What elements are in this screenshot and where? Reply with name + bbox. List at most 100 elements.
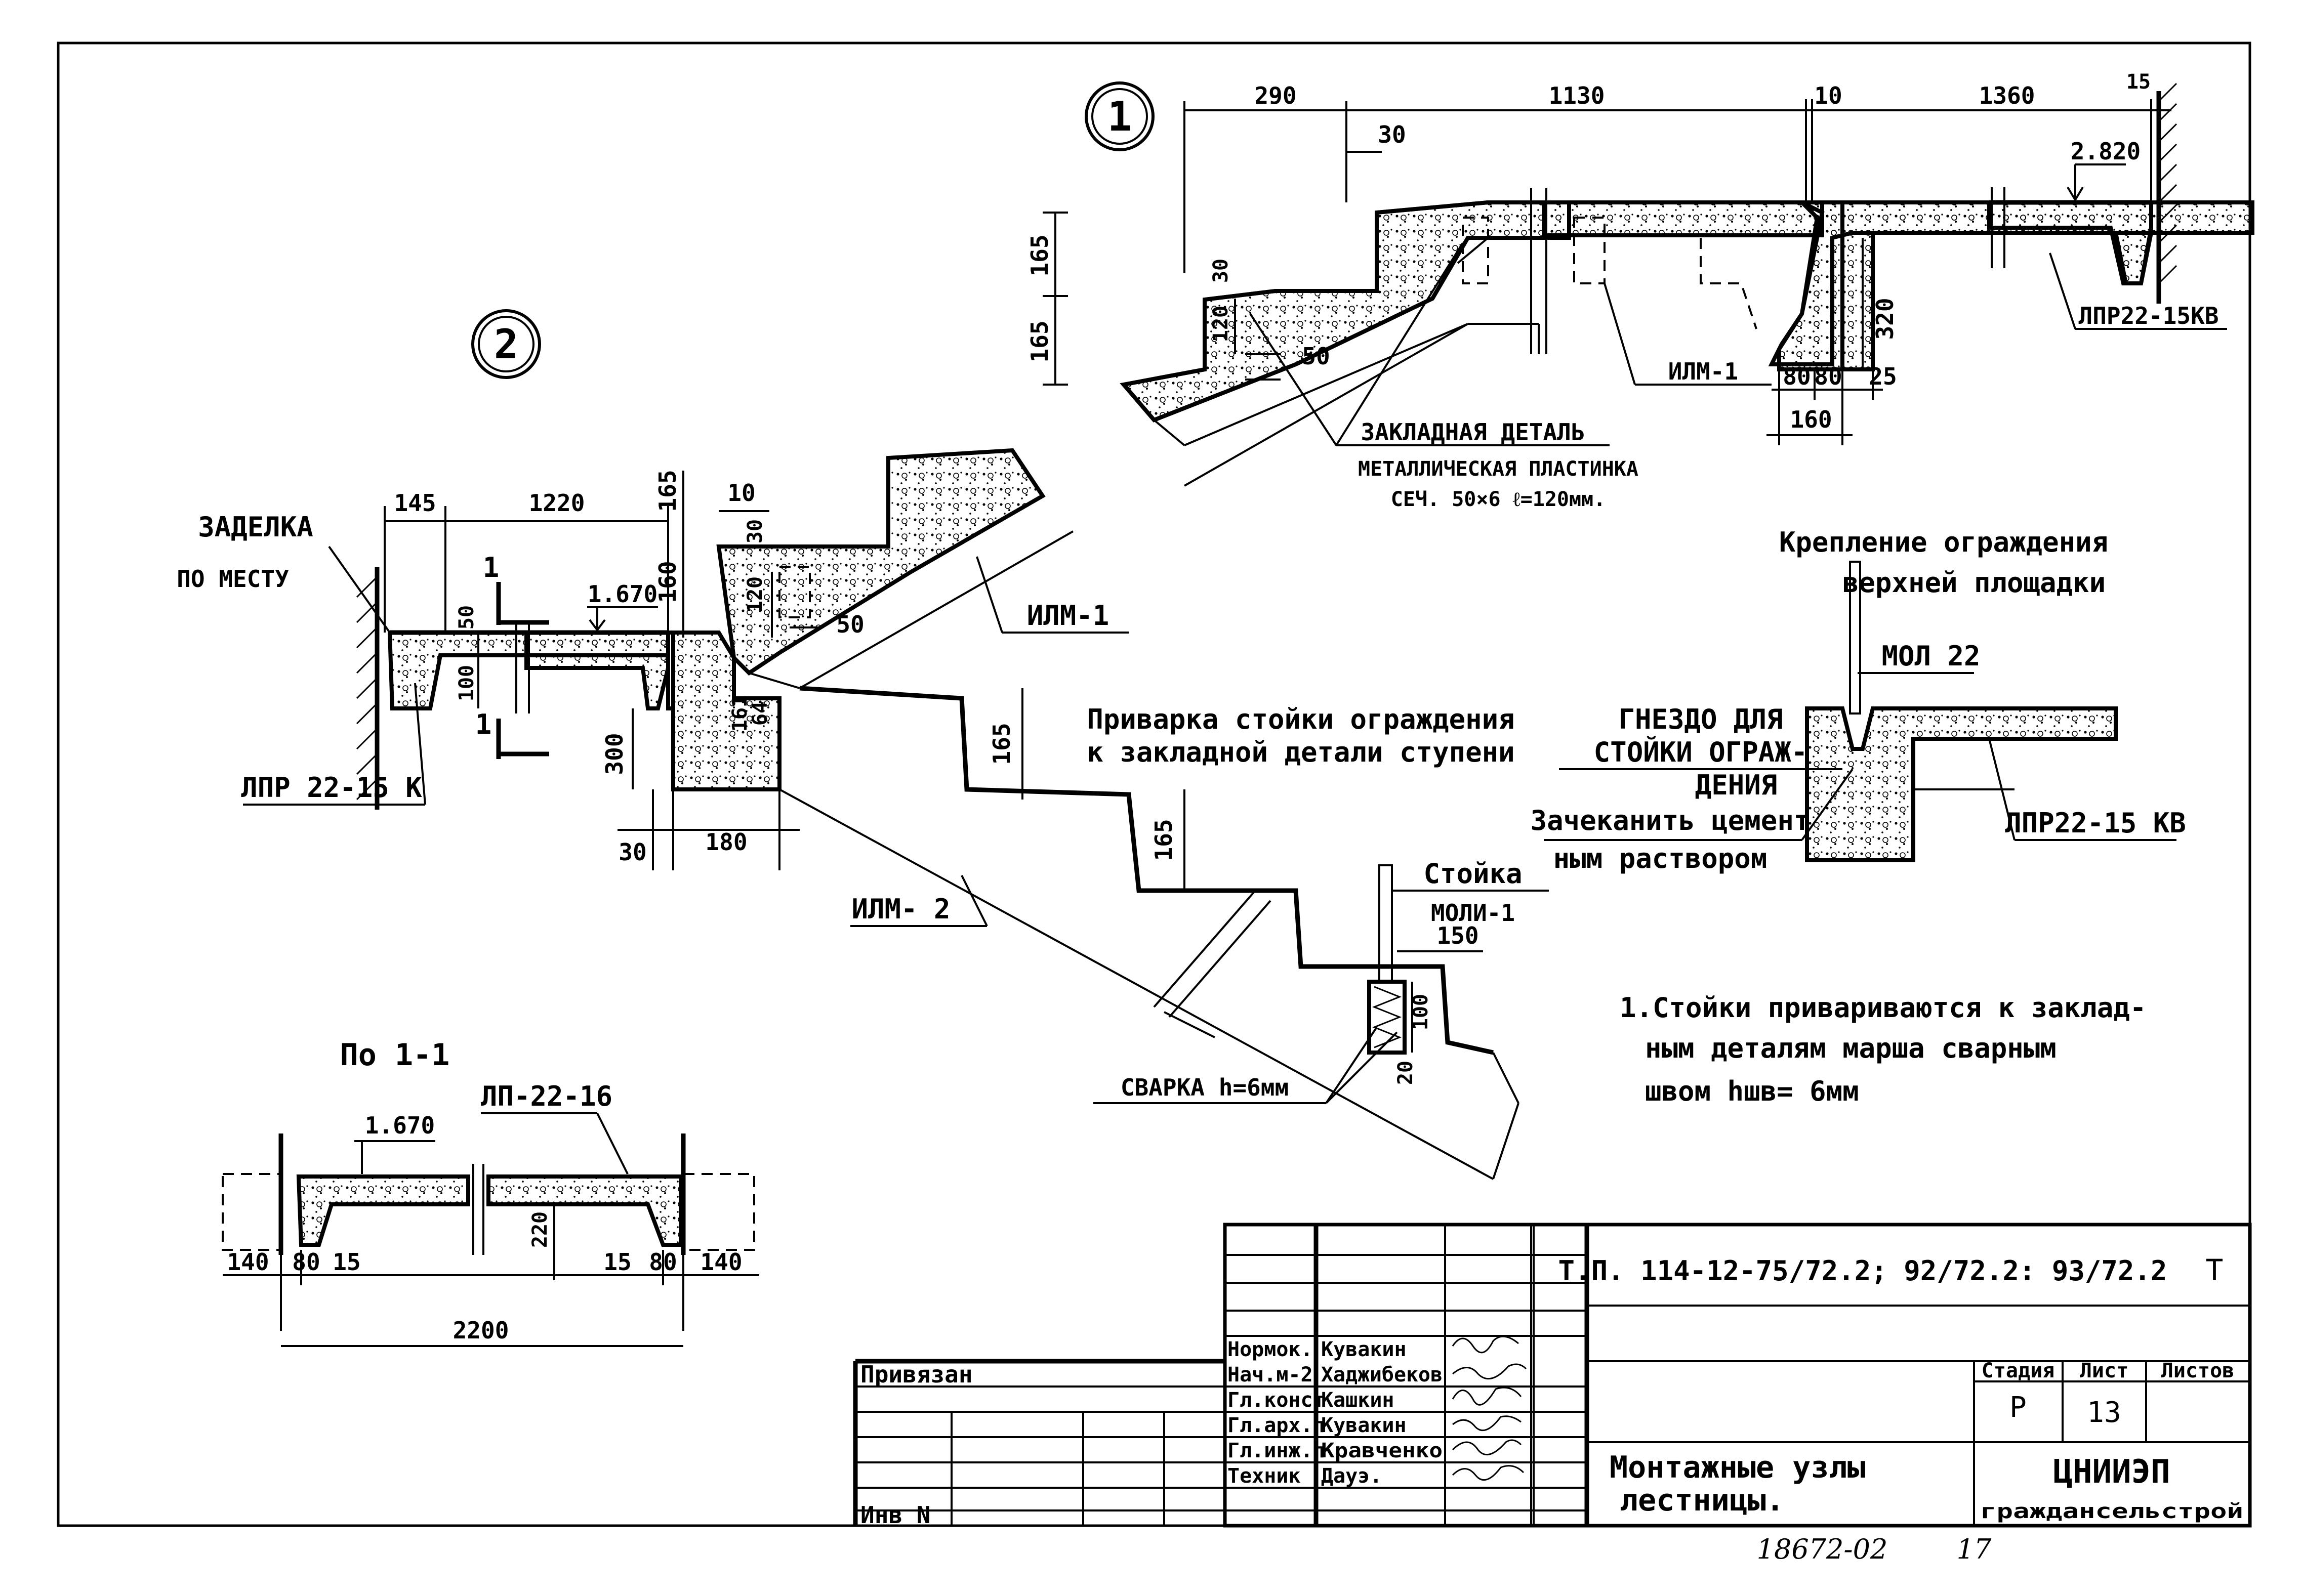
d2-dim-180: 180 xyxy=(705,828,747,856)
tb-inv: Инв N xyxy=(860,1501,930,1529)
tb-org-1: ЦНИИЭП xyxy=(2053,1453,2170,1491)
d2-label-stoika-1: Стойка xyxy=(1423,858,1522,890)
d2-label-zadelka-2: ПО МЕСТУ xyxy=(177,565,289,593)
d2-dim-120: 120 xyxy=(744,576,767,613)
d1-dim-25: 25 xyxy=(1869,363,1897,390)
tb-doc-type: Т xyxy=(2206,1253,2224,1287)
d2-dim-300: 300 xyxy=(601,733,628,775)
callout-1-label: 1 xyxy=(1107,93,1132,140)
sheet-frame xyxy=(57,41,2251,1527)
note-line-2: ным деталям марша сварным xyxy=(1645,1032,2057,1064)
d2-dim-30: 30 xyxy=(619,838,646,866)
d2-label-zadelka-1: ЗАДЕЛКА xyxy=(198,511,313,543)
tb-sheet-hdr: Лист xyxy=(2080,1359,2128,1382)
d1-level-2820: 2.820 xyxy=(2071,138,2141,165)
d2-dim-50v: 50 xyxy=(455,605,478,629)
d2-dim-165-step1: 165 xyxy=(988,723,1015,765)
tb-stage-hdr: Стадия xyxy=(1982,1359,2055,1382)
sec11-dim-140a: 140 xyxy=(227,1248,269,1276)
d2-label-svarka: СВАРКА h=6мм xyxy=(1121,1074,1289,1101)
d2-dim-150: 150 xyxy=(1436,922,1478,949)
d2-dim-1220: 1220 xyxy=(529,489,585,517)
d2-dim-50: 50 xyxy=(836,611,864,638)
tb-sheets-hdr: Листов xyxy=(2161,1359,2235,1382)
d1-label-ilm: ИЛМ-1 xyxy=(1668,358,1738,385)
tb-name-5: Кравченко xyxy=(1321,1439,1443,1462)
rail-gnezdo-2: СТОЙКИ ОГРАЖ- xyxy=(1594,736,1808,768)
tb-name-3: Кашкин xyxy=(1321,1389,1394,1412)
d1-dim-1130: 1130 xyxy=(1549,82,1605,109)
d2-label-privarka-1: Приварка стойки ограждения xyxy=(1087,703,1514,735)
d2-dim-165-step2: 165 xyxy=(1150,819,1177,861)
note-line-3: швом hшв= 6мм xyxy=(1645,1075,1859,1107)
sec11-dim-220: 220 xyxy=(528,1211,552,1248)
d2-dim-10: 10 xyxy=(727,479,755,507)
rail-title-2: верхней площадки xyxy=(1842,567,2106,599)
note-line-1: 1.Стойки привариваются к заклад- xyxy=(1620,992,2146,1024)
tb-name-4: Кувакин xyxy=(1321,1414,1407,1437)
d2-label-ilm-1: ИЛМ-1 xyxy=(1027,600,1109,632)
callout-2-label: 2 xyxy=(494,321,518,368)
d2-dim-161: 161 xyxy=(728,695,752,732)
rail-gnezdo-3: ДЕНИЯ xyxy=(1695,769,1778,801)
railing-detail: Крепление ограждения верхней площадки МО… xyxy=(1531,526,2186,874)
d2-cut-1b: 1 xyxy=(475,708,492,740)
note: 1.Стойки привариваются к заклад- ным дет… xyxy=(1620,992,2146,1107)
callout-1-circle xyxy=(1085,81,1155,151)
tb-signatures xyxy=(1452,1335,1527,1481)
title-block: Т.П. 114-12-75/72.2; 92/72.2: 93/72.2 Т … xyxy=(853,1223,2252,1529)
tb-sheet: 13 xyxy=(2087,1396,2121,1429)
tb-role-3: Гл.конст xyxy=(1227,1389,1325,1412)
tb-role-5: Гл.инж.п xyxy=(1227,1439,1325,1462)
tb-name-2: Хаджибеков xyxy=(1321,1363,1443,1387)
d2-label-privarka-2: к закладной детали ступени xyxy=(1087,736,1514,768)
d1-label-lpr: ЛПР22-15КВ xyxy=(2079,302,2219,329)
d2-dim-100: 100 xyxy=(455,665,478,701)
d2-dim-30v: 30 xyxy=(744,519,767,543)
d2-label-stoika-2: МОЛИ-1 xyxy=(1431,899,1515,927)
page-number: 17 xyxy=(1957,1533,1992,1565)
d2-dim-100-small: 100 xyxy=(1409,994,1432,1030)
d2-dim-64: 64 xyxy=(749,701,772,726)
d1-wall-hatch xyxy=(2158,82,2177,284)
d1-dim-160: 160 xyxy=(1790,406,1832,433)
tb-role-4: Гл.арх.п xyxy=(1227,1414,1325,1437)
rail-label-mol: МОЛ 22 xyxy=(1881,640,1980,672)
tb-name-1: Кувакин xyxy=(1321,1338,1407,1361)
tb-org-2: граждансельстрой xyxy=(1980,1500,2243,1523)
d1-dim-80b: 80 xyxy=(1814,363,1842,390)
d1-label-embed-1: ЗАКЛАДНАЯ ДЕТАЛЬ xyxy=(1361,418,1585,446)
detail-1: 1 290 1130 10 1360 15 30 165 165 xyxy=(1026,70,2254,511)
tb-role-6: Техник xyxy=(1227,1464,1301,1488)
rail-zachek-1: Зачеканить цемент xyxy=(1531,805,1811,836)
tb-role-2: Нач.м-2 xyxy=(1227,1363,1313,1387)
d1-label-embed-2: МЕТАЛЛИЧЕСКАЯ ПЛАСТИНКА xyxy=(1358,457,1638,481)
d1-dim-10: 10 xyxy=(1814,82,1842,109)
d1-dim-30top: 30 xyxy=(1378,121,1406,148)
rail-title-1: Крепление ограждения xyxy=(1779,526,2108,558)
d1-dim-165a: 165 xyxy=(1026,234,1053,276)
d2-dim-160: 160 xyxy=(654,561,681,603)
callout-2-circle xyxy=(471,309,541,379)
tb-stage: Р xyxy=(2009,1391,2027,1424)
tb-doc-code: Т.П. 114-12-75/72.2; 92/72.2: 93/72.2 xyxy=(1558,1255,2167,1287)
d1-dim-165b: 165 xyxy=(1026,320,1053,362)
tb-title-2: лестницы. xyxy=(1620,1483,1784,1518)
sec11-title: По 1-1 xyxy=(340,1037,450,1073)
d1-dim-290: 290 xyxy=(1254,82,1296,109)
tb-name-6: Дауэ. xyxy=(1321,1464,1382,1488)
d2-dim-165: 165 xyxy=(654,470,681,512)
section-1-1: По 1-1 ЛП-22-16 1.670 220 140 80 15 15 8… xyxy=(222,1037,759,1347)
sec11-dim-15a: 15 xyxy=(333,1248,360,1276)
tb-role-1: Нормок. xyxy=(1227,1338,1313,1361)
rail-gnezdo-1: ГНЕЗДО ДЛЯ xyxy=(1618,703,1783,735)
d1-dim-320: 320 xyxy=(1871,298,1899,340)
sec11-dim-2200: 2200 xyxy=(453,1317,509,1344)
sec11-dim-80b: 80 xyxy=(649,1248,677,1276)
d1-dim-80a: 80 xyxy=(1783,363,1811,390)
rail-label-lpr: ЛПР22-15 КВ xyxy=(2005,807,2186,839)
sec11-label: ЛП-22-16 xyxy=(481,1080,612,1112)
d2-label-lpr: ЛПР 22-15 К xyxy=(241,772,422,804)
d1-dim-15: 15 xyxy=(2126,70,2151,94)
